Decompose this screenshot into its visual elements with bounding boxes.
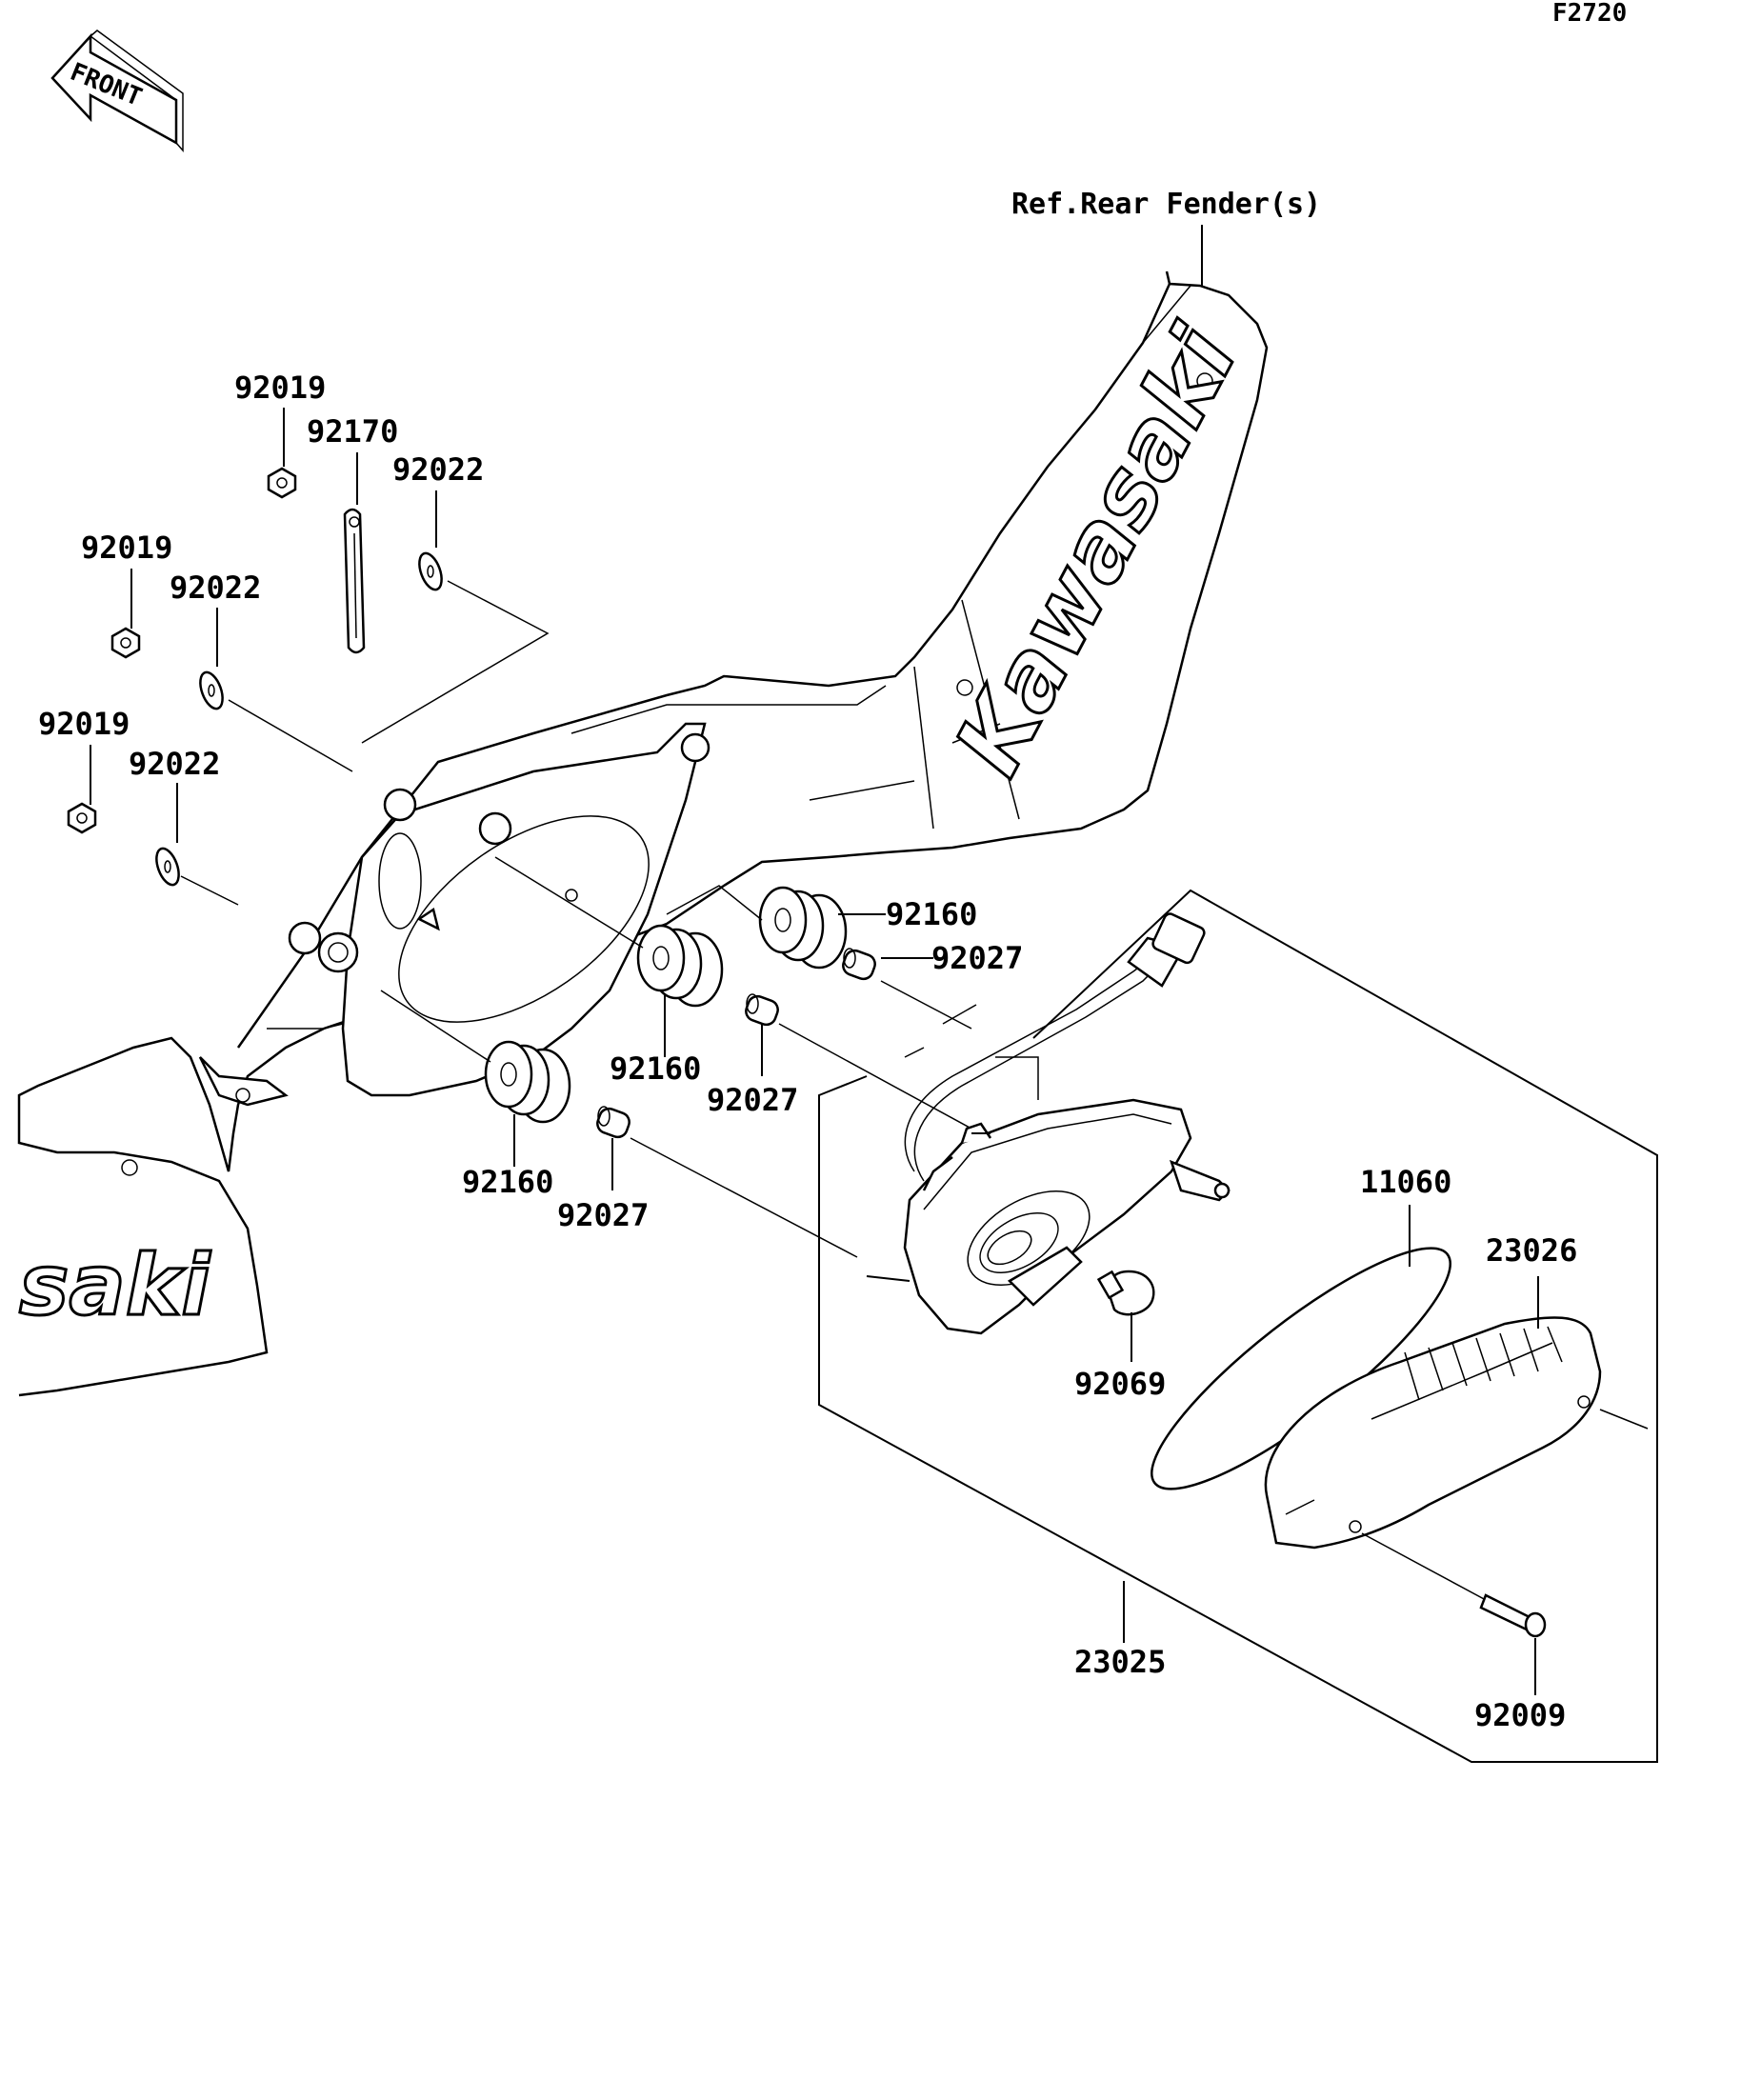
- lens-23026: [1264, 1276, 1649, 1550]
- bulb-92069: [1096, 1270, 1155, 1362]
- washer-92022-low: [155, 783, 239, 906]
- callout-92022-mid: 92022: [170, 570, 261, 606]
- callout-92022-top: 92022: [392, 451, 484, 488]
- strap-92170: [343, 452, 366, 654]
- callout-23026: 23026: [1486, 1232, 1577, 1269]
- reference-label: Ref.Rear Fender(s): [1011, 188, 1321, 221]
- callout-92009: 92009: [1474, 1697, 1566, 1733]
- callout-92160-c: 92160: [462, 1164, 553, 1200]
- callout-92022-low: 92022: [129, 746, 220, 782]
- callout-92019-low: 92019: [38, 706, 130, 742]
- collar-92027-a: [842, 948, 972, 1030]
- hardware-92019-top: [267, 408, 297, 499]
- assembly-bracket: [818, 889, 1658, 1763]
- callout-92019-top: 92019: [234, 370, 326, 406]
- callout-23025: 23025: [1074, 1644, 1166, 1680]
- washer-92022-mid: [199, 608, 353, 772]
- figure-id: F2720: [1552, 0, 1627, 28]
- callout-92027-b: 92027: [707, 1082, 798, 1118]
- screw-92009: [1361, 1532, 1547, 1695]
- front-arrow-icon: FRONT: [50, 30, 184, 152]
- callout-92160-b: 92160: [610, 1050, 701, 1087]
- collar-92027-c: [596, 1106, 858, 1258]
- grommet-92160-a: [666, 885, 886, 970]
- callout-92170: 92170: [307, 413, 398, 450]
- hardware-92019-low: [67, 745, 97, 834]
- hardware-92019-mid: [110, 569, 141, 659]
- tail-light-housing: [866, 912, 1231, 1335]
- grommet-92160-c: [380, 990, 571, 1167]
- rear-fender: Kawasaki saki: [18, 270, 1269, 1397]
- callout-92027-c: 92027: [557, 1197, 649, 1233]
- brand-logo-fragment: saki: [19, 1236, 211, 1334]
- collar-92027-b: [745, 993, 972, 1130]
- washer-92022-top: [361, 490, 550, 744]
- callout-11060: 11060: [1360, 1164, 1451, 1200]
- callout-92019-mid: 92019: [81, 530, 172, 566]
- callout-92160-a: 92160: [886, 896, 977, 932]
- grommet-92160-b: [494, 856, 724, 1057]
- callout-92069: 92069: [1074, 1366, 1166, 1402]
- callout-92027-a: 92027: [931, 940, 1023, 976]
